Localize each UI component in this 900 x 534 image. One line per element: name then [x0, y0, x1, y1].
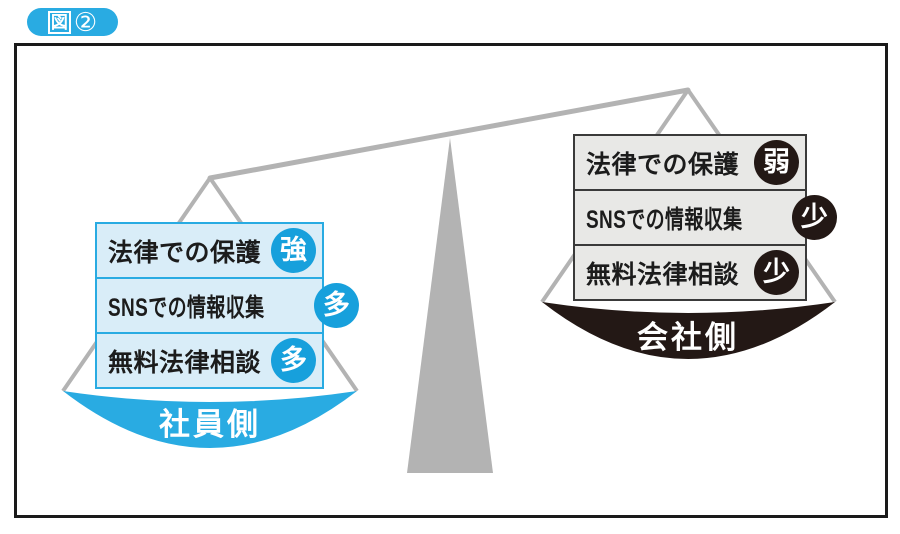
strength-badge: 少: [754, 250, 799, 295]
row-label: SNSでの情報収集: [586, 205, 743, 234]
figure-tag: 図 ②: [27, 8, 118, 36]
figure-tag-number: ②: [73, 7, 98, 37]
strength-badge: 弱: [754, 140, 799, 185]
row-label: 法律での保護: [108, 238, 262, 267]
row-label: 無料法律相談: [586, 260, 740, 289]
company-side-label: 会社側: [637, 320, 739, 355]
right-pan-bowl: [542, 302, 835, 359]
employee-row-sns-info: SNSでの情報収集 多: [95, 277, 359, 334]
left-pan-bowl: [63, 391, 357, 448]
employee-side-label: 社員側: [159, 407, 261, 442]
employee-item-stack: 法律での保護 強 SNSでの情報収集 多 無料法律相談 多: [95, 222, 359, 389]
strength-badge: 少: [791, 195, 837, 240]
strength-badge: 多: [271, 338, 316, 383]
strength-badge: 多: [313, 283, 359, 328]
scale-beam: [207, 87, 691, 181]
figure-tag-prefix: 図: [47, 10, 71, 34]
employee-row-legal-protection: 法律での保護 強: [95, 222, 324, 279]
row-label: 法律での保護: [586, 150, 740, 179]
company-row-free-legal-advice: 無料法律相談 少: [573, 244, 807, 301]
employee-row-free-legal-advice: 無料法律相談 多: [95, 332, 324, 389]
row-label: SNSでの情報収集: [108, 293, 265, 322]
company-item-stack: 法律での保護 弱 SNSでの情報収集 少 無料法律相談 少: [573, 134, 837, 301]
strength-badge: 強: [271, 228, 316, 273]
fulcrum-triangle: [407, 138, 493, 473]
row-label: 無料法律相談: [108, 348, 262, 377]
company-row-sns-info: SNSでの情報収集 少: [573, 189, 837, 246]
company-row-legal-protection: 法律での保護 弱: [573, 134, 807, 191]
